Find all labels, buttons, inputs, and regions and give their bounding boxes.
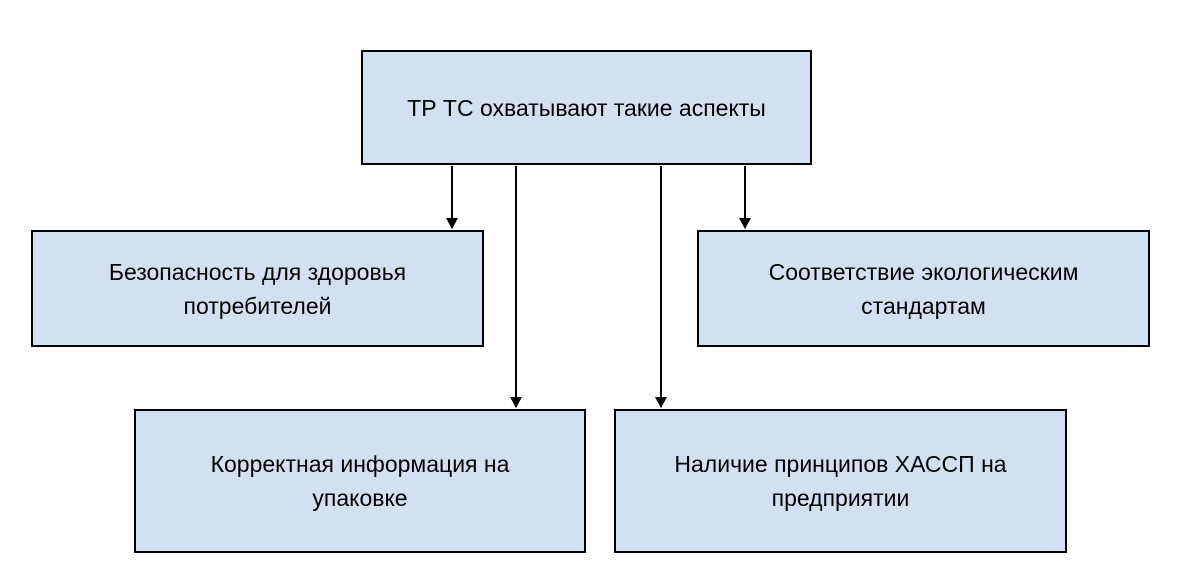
aspect-node-ecology-standards: Соответствие экологическим стандартам bbox=[697, 230, 1150, 347]
aspect-label-ecology-standards: Соответствие экологическим стандартам bbox=[768, 258, 1079, 319]
aspect-node-haccp: Наличие принципов ХАССП на предприятии bbox=[614, 409, 1067, 553]
aspect-label-packaging-info: Корректная информация на упаковке bbox=[210, 451, 510, 511]
root-node-label: ТР ТС охватывают такие аспекты bbox=[407, 94, 766, 121]
root-node: ТР ТС охватывают такие аспекты bbox=[361, 50, 812, 165]
aspect-label-health-safety: Безопасность для здоровья потребителей bbox=[108, 258, 407, 319]
aspect-node-packaging-info: Корректная информация на упаковке bbox=[134, 409, 586, 553]
aspect-node-health-safety: Безопасность для здоровья потребителей bbox=[31, 230, 484, 347]
aspect-label-haccp: Наличие принципов ХАССП на предприятии bbox=[674, 451, 1007, 511]
